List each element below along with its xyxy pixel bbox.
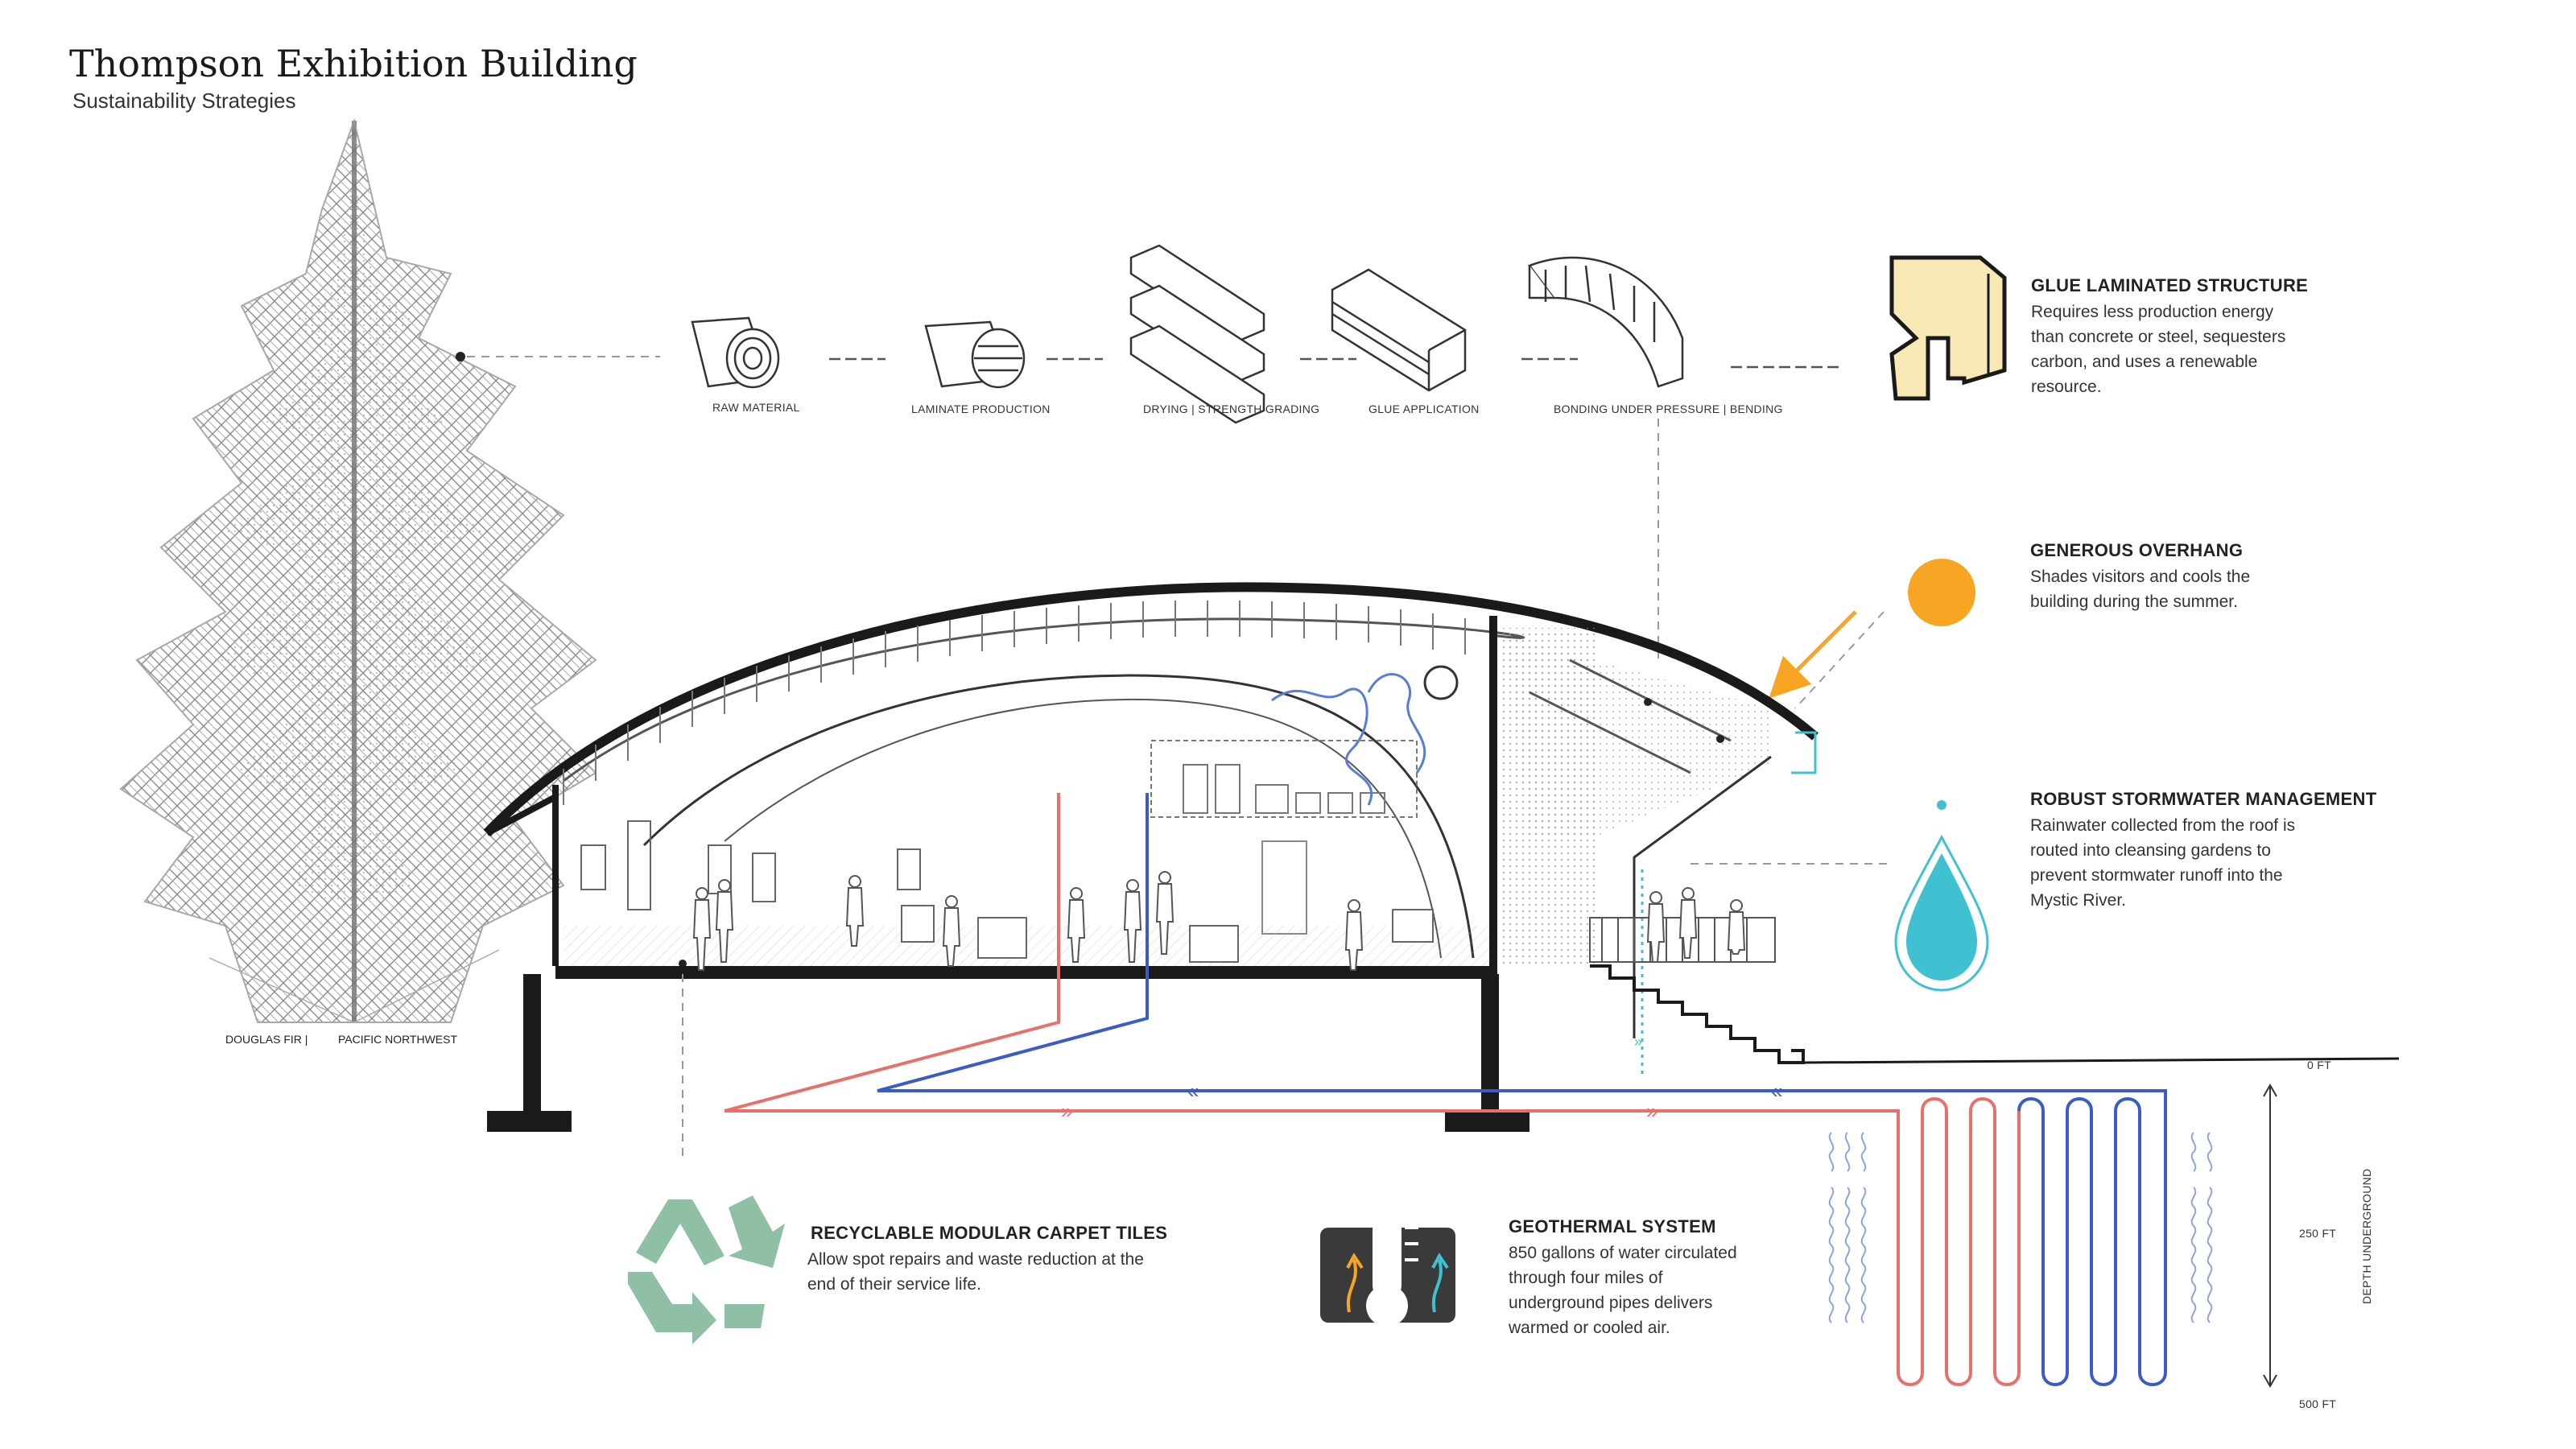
carpet-line: Allow spot repairs and waste reduction a… (807, 1250, 1144, 1269)
drying-grading-boards-icon (1129, 244, 1265, 424)
thermometer-icon (1320, 1212, 1455, 1327)
glue-application-stack-icon (1331, 268, 1467, 392)
page-title: Thompson Exhibition Building (69, 42, 638, 85)
exhibit-pedestals (901, 905, 1434, 963)
geothermal-heading: GEOTHERMAL SYSTEM (1509, 1216, 1716, 1236)
glulam-heading: GLUE LAMINATED STRUCTURE (2031, 275, 2308, 295)
douglas-fir-tree-icon (119, 118, 597, 1023)
process-step-label: GLUE APPLICATION (1368, 402, 1480, 415)
carpet-line: end of their service life. (807, 1275, 981, 1294)
process-step-label: LAMINATE PRODUCTION (911, 402, 1051, 415)
carpet-strategy-text: RECYCLABLE MODULAR CARPET TILES Allow sp… (807, 1223, 1167, 1294)
pipe-flow-arrows: » » « « (1061, 1079, 1782, 1123)
geothermal-line: underground pipes delivers (1509, 1294, 1712, 1312)
glulam-line: resource. (2031, 378, 2102, 396)
geothermal-line: warmed or cooled air. (1508, 1319, 1670, 1337)
stormwater-heading: ROBUST STORMWATER MANAGEMENT (2030, 789, 2377, 809)
carpet-heading: RECYCLABLE MODULAR CARPET TILES (811, 1223, 1167, 1243)
glulam-beam-icon (1889, 255, 2007, 401)
geothermal-line: through four miles of (1509, 1269, 1663, 1287)
ground-heat-waves-right (2190, 1132, 2213, 1323)
svg-text:«: « (1187, 1079, 1199, 1103)
overhang-line: Shades visitors and cools the (2030, 568, 2250, 586)
stormwater-strategy-text: ROBUST STORMWATER MANAGEMENT Rainwater c… (2030, 789, 2377, 910)
stormwater-line: Rainwater collected from the roof is (2030, 816, 2295, 835)
raw-material-log-icon (691, 316, 780, 389)
glulam-line: than concrete or steel, sequesters (2031, 328, 2285, 346)
water-drop-icon (1894, 834, 1989, 992)
overhang-strategy-text: GENEROUS OVERHANG Shades visitors and co… (2030, 540, 2250, 611)
svg-text:»: » (1061, 1099, 1072, 1123)
process-step-label: RAW MATERIAL (712, 401, 800, 414)
stormwater-line: prevent stormwater runoff into the (2030, 866, 2283, 885)
overhang-line: building during the summer. (2030, 592, 2238, 611)
geothermal-strategy-text: GEOTHERMAL SYSTEM 850 gallons of water c… (1508, 1216, 1737, 1337)
depth-scale: 0 FT 250 FT 500 FT DEPTH UNDERGROUND (2263, 1059, 2373, 1410)
stormwater-line: routed into cleansing gardens to (2030, 841, 2271, 860)
glulam-line: Requires less production energy (2031, 303, 2274, 321)
tree-caption-right: PACIFIC NORTHWEST (338, 1033, 457, 1046)
bonding-bending-arch-icon (1527, 256, 1684, 388)
page-subtitle: Sustainability Strategies (72, 89, 296, 113)
depth-axis-label: DEPTH UNDERGROUND (2360, 1169, 2373, 1304)
svg-text:»: » (1634, 1034, 1642, 1050)
tree-caption-left: DOUGLAS FIR | (225, 1033, 308, 1046)
svg-text:«: « (1771, 1079, 1782, 1103)
stormwater-line: Mystic River. (2030, 891, 2126, 910)
laminate-production-icon (924, 320, 1026, 389)
carpet-pointer-dot (679, 960, 687, 968)
svg-text:»: » (1646, 1099, 1657, 1123)
overhang-heading: GENEROUS OVERHANG (2030, 540, 2243, 560)
geothermal-line: 850 gallons of water circulated (1509, 1244, 1737, 1262)
depth-label-0: 0 FT (2307, 1059, 2331, 1071)
process-step-label: DRYING | STRENGTH GRADING (1143, 402, 1319, 415)
glulam-line: carbon, and uses a renewable (2031, 353, 2257, 371)
sun-ray-arrow (1769, 610, 1857, 699)
water-dot (1937, 800, 1946, 810)
visitor-figures (692, 871, 1746, 971)
sun-icon (1908, 559, 1975, 626)
ground-heat-waves-left (1828, 1132, 1867, 1323)
geothermal-pipes (724, 793, 2167, 1386)
depth-label-250: 250 FT (2299, 1227, 2336, 1240)
tree-pointer-dot (456, 352, 465, 361)
glulam-strategy-text: GLUE LAMINATED STRUCTURE Requires less p… (2031, 275, 2308, 396)
recycle-icon (628, 1195, 785, 1344)
process-step-label: BONDING UNDER PRESSURE | BENDING (1554, 402, 1783, 415)
depth-label-500: 500 FT (2299, 1397, 2336, 1410)
